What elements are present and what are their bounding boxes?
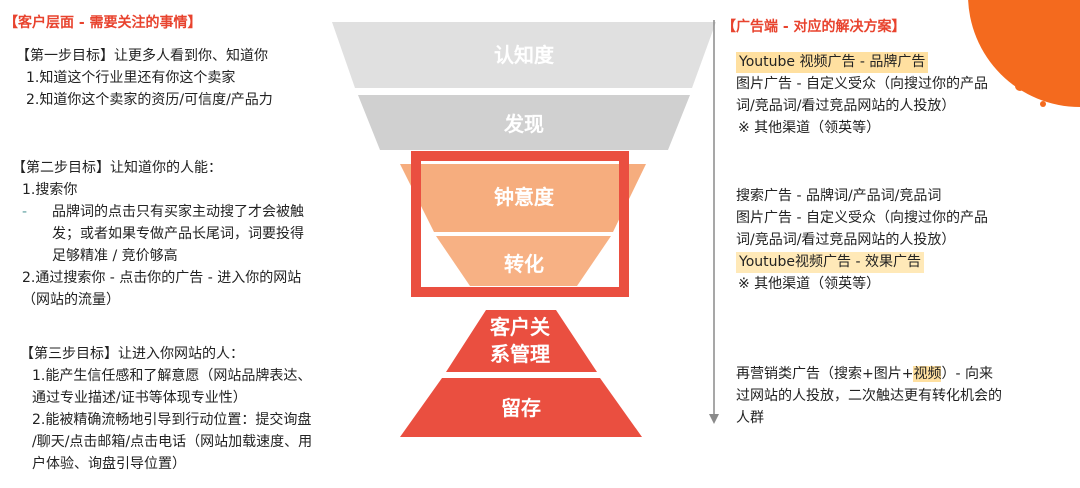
step3-line: 1.能产生信任感和了解意愿（网站品牌表达、 <box>32 368 312 384</box>
right-line: 搜索广告 - 品牌词/产品词/竞品词 <box>736 188 942 204</box>
step3-line: 户体验、询盘引导位置） <box>32 456 186 472</box>
step1-item: 2.知道你这个卖家的资历/可信度/产品力 <box>26 92 273 108</box>
step3-title: 【第三步目标】让进入你网站的人： <box>20 346 244 362</box>
small-dot-decoration <box>1015 81 1025 91</box>
funnel-stage-preference <box>400 164 646 232</box>
right-line: 过网站的人投放，二次触达更有转化机会的 <box>736 388 1002 404</box>
right-line: ※ 其他渠道（领英等） <box>738 276 881 292</box>
stage-label: 转化 <box>504 252 544 276</box>
step2-title: 【第二步目标】让知道你的人能： <box>12 160 222 176</box>
funnel-stage-conversion <box>436 236 611 286</box>
orange-circle-decoration <box>968 0 1080 107</box>
left-header: 【客户层面 - 需要关注的事情】 <box>4 15 202 31</box>
step3-line: 2.能被精确流畅地引导到行动位置：提交询盘 <box>32 412 312 428</box>
step3-line: 通过专业描述/证书等体现专业性） <box>32 390 247 406</box>
step2-sub-line: 品牌词的点击只有买家主动搜了才会被触 <box>52 204 304 220</box>
remarketing-pre: 再营销类广告（搜索+图片+ <box>736 366 914 382</box>
step2-item2: 2.通过搜索你 - 点击你的广告 - 进入你的网站 <box>22 270 302 286</box>
step1-item: 1.知道这个行业里还有你这个卖家 <box>26 70 236 86</box>
right-line: 图片广告 - 自定义受众（向搜过你的产品 <box>736 76 988 92</box>
step1-title: 【第一步目标】让更多人看到你、知道你 <box>16 48 268 64</box>
stage-label: 系管理 <box>490 342 550 366</box>
funnel-stage-discovery <box>358 95 690 150</box>
youtube-performance-ad-highlight: Youtube视频广告 - 效果广告 <box>736 252 924 273</box>
right-line: 人群 <box>736 410 764 426</box>
stage-label: 发现 <box>503 112 544 136</box>
step2-sub-line: 发；或者如果专做产品长尾词，词要投得 <box>52 226 304 242</box>
remarketing-line: 再营销类广告（搜索+图片+视频）- 向来 <box>736 364 993 385</box>
right-line: 图片广告 - 自定义受众（向搜过你的产品 <box>736 210 988 226</box>
step2-sub-line: 足够精准 / 竞价够高 <box>52 248 178 264</box>
stage-label: 认知度 <box>494 43 555 67</box>
flow-arrow-head <box>709 414 719 424</box>
highlight-frame <box>411 151 629 297</box>
stage-label: 留存 <box>501 396 541 420</box>
right-header: 【广告端 - 对应的解决方案】 <box>722 19 906 35</box>
right-line: ※ 其他渠道（领英等） <box>738 120 881 136</box>
dash-bullet: - <box>22 204 28 220</box>
step2-item2: （网站的流量） <box>22 292 120 308</box>
youtube-brand-ad-highlight: Youtube 视频广告 - 品牌广告 <box>736 52 929 73</box>
remarketing-post: ）- 向来 <box>941 366 993 382</box>
video-highlight: 视频 <box>913 366 942 382</box>
step3-line: /聊天/点击邮箱/点击电话（网站加载速度、用 <box>32 434 313 450</box>
tiny-dot-decoration <box>1040 101 1046 107</box>
right-line: 词/竞品词/看过竞品网站的人投放） <box>736 232 956 248</box>
step2-item1: 1.搜索你 <box>22 182 78 198</box>
funnel-stage-awareness <box>332 22 716 88</box>
stage-label: 客户关 <box>489 315 550 339</box>
corner-decoration <box>968 0 1080 107</box>
funnel-stage-crm <box>446 310 597 372</box>
funnel-stage-retention <box>400 378 642 437</box>
stage-label: 钟意度 <box>494 185 555 209</box>
right-line: 词/竞品词/看过竞品网站的人投放） <box>736 98 956 114</box>
